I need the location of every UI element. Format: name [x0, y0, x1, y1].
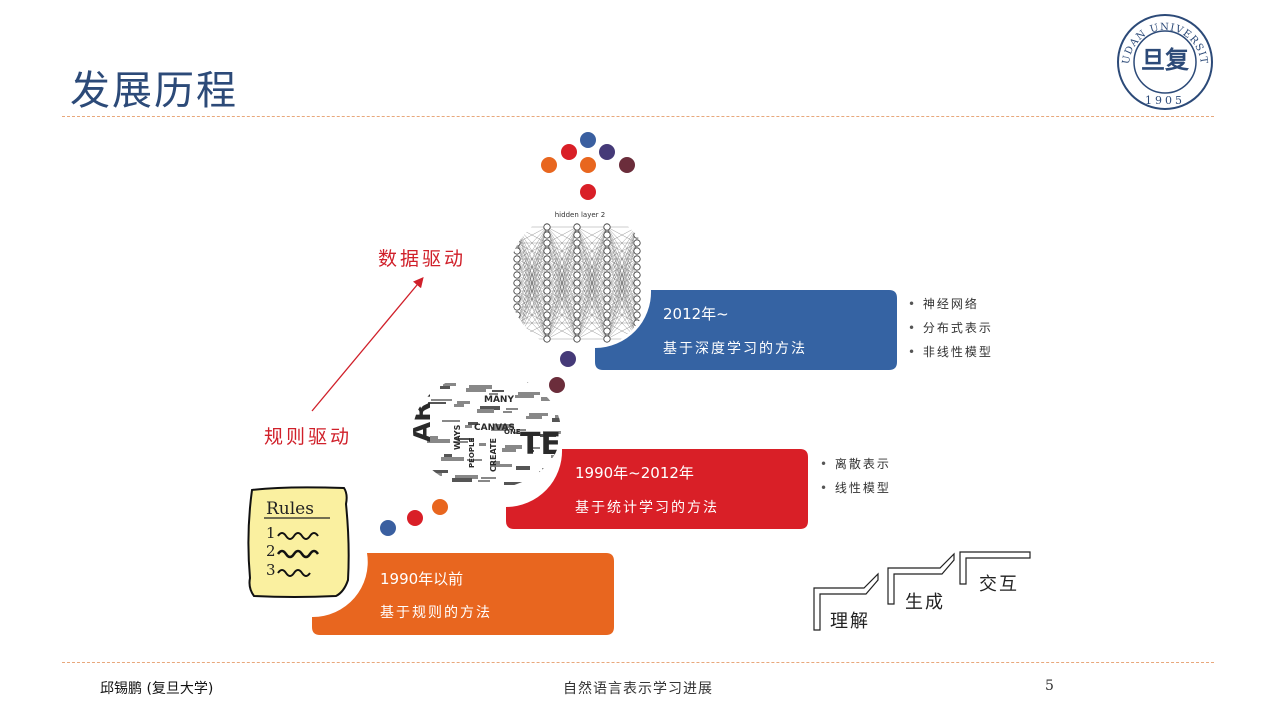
dot — [619, 157, 635, 173]
rules-note-image: Rules 1 2 3 — [247, 486, 350, 598]
step-understand: 理解 — [830, 611, 870, 632]
footer-author: 邱锡鹏 (复旦大学) — [100, 681, 214, 697]
word-cloud-word: WAYS — [453, 424, 462, 450]
page-number: 5 — [1045, 678, 1054, 694]
bullet-item: 分布式表示 — [908, 316, 993, 340]
dot — [380, 520, 396, 536]
word-cloud-image: ARTTEXCANVASMANYWAYSCREATEPEOPLEONE — [413, 378, 561, 488]
dot — [561, 144, 577, 160]
footer-course-title: 自然语言表示学习进展 — [563, 681, 713, 697]
dot — [599, 144, 615, 160]
stage-3-box — [595, 290, 897, 370]
word-cloud-word: ONE — [504, 428, 521, 436]
stage-2-method: 基于统计学习的方法 — [575, 500, 719, 516]
header-divider — [62, 116, 1214, 117]
step-interact: 交互 — [979, 574, 1019, 595]
stage-3-year: 2012年~ — [663, 305, 729, 323]
dot — [580, 157, 596, 173]
dot — [580, 184, 596, 200]
page-title: 发展历程 — [70, 68, 238, 114]
steps-diagram — [813, 551, 1031, 631]
stage-2-bullets: 离散表示 线性模型 — [820, 452, 891, 500]
bullet-item: 神经网络 — [908, 292, 993, 316]
word-cloud-word: PEOPLE — [468, 438, 476, 468]
logo-glyph: 旦复 — [1141, 45, 1190, 74]
stage-2-box — [506, 449, 808, 529]
footer-divider — [62, 662, 1214, 663]
bullet-item: 线性模型 — [820, 476, 891, 500]
dot — [549, 377, 565, 393]
bullet-item: 非线性模型 — [908, 340, 993, 364]
word-cloud-word: CREATE — [489, 438, 498, 472]
rules-item-2: 2 — [266, 542, 276, 560]
stage-2-year: 1990年~2012年 — [575, 464, 694, 482]
word-cloud-word: CANVAS — [474, 423, 515, 433]
rules-item-3: 3 — [266, 561, 276, 579]
fudan-university-logo: FUDAN UNIVERSITY 旦复 1905 — [1115, 12, 1213, 110]
stage-3-bullets: 神经网络 分布式表示 非线性模型 — [908, 292, 993, 364]
rule-driven-label: 规则驱动 — [264, 426, 353, 448]
stage-1-box — [312, 553, 614, 635]
stage-1-year: 1990年以前 — [380, 570, 464, 588]
word-cloud-word: MANY — [484, 395, 514, 405]
data-driven-label: 数据驱动 — [378, 248, 467, 270]
dot — [580, 132, 596, 148]
bullet-item: 离散表示 — [820, 452, 891, 476]
dot — [560, 351, 576, 367]
stage-1-method: 基于规则的方法 — [380, 605, 492, 621]
step-generate: 生成 — [905, 592, 945, 613]
neural-network-image: hidden layer 2 — [513, 211, 641, 343]
dot — [432, 499, 448, 515]
stage-3-method: 基于深度学习的方法 — [663, 341, 807, 357]
nn-caption: hidden layer 2 — [555, 211, 605, 219]
rules-item-1: 1 — [266, 524, 276, 542]
dot — [407, 510, 423, 526]
rules-heading: Rules — [266, 499, 314, 519]
logo-year: 1905 — [1145, 94, 1185, 107]
trend-arrow — [311, 277, 424, 412]
dot — [541, 157, 557, 173]
